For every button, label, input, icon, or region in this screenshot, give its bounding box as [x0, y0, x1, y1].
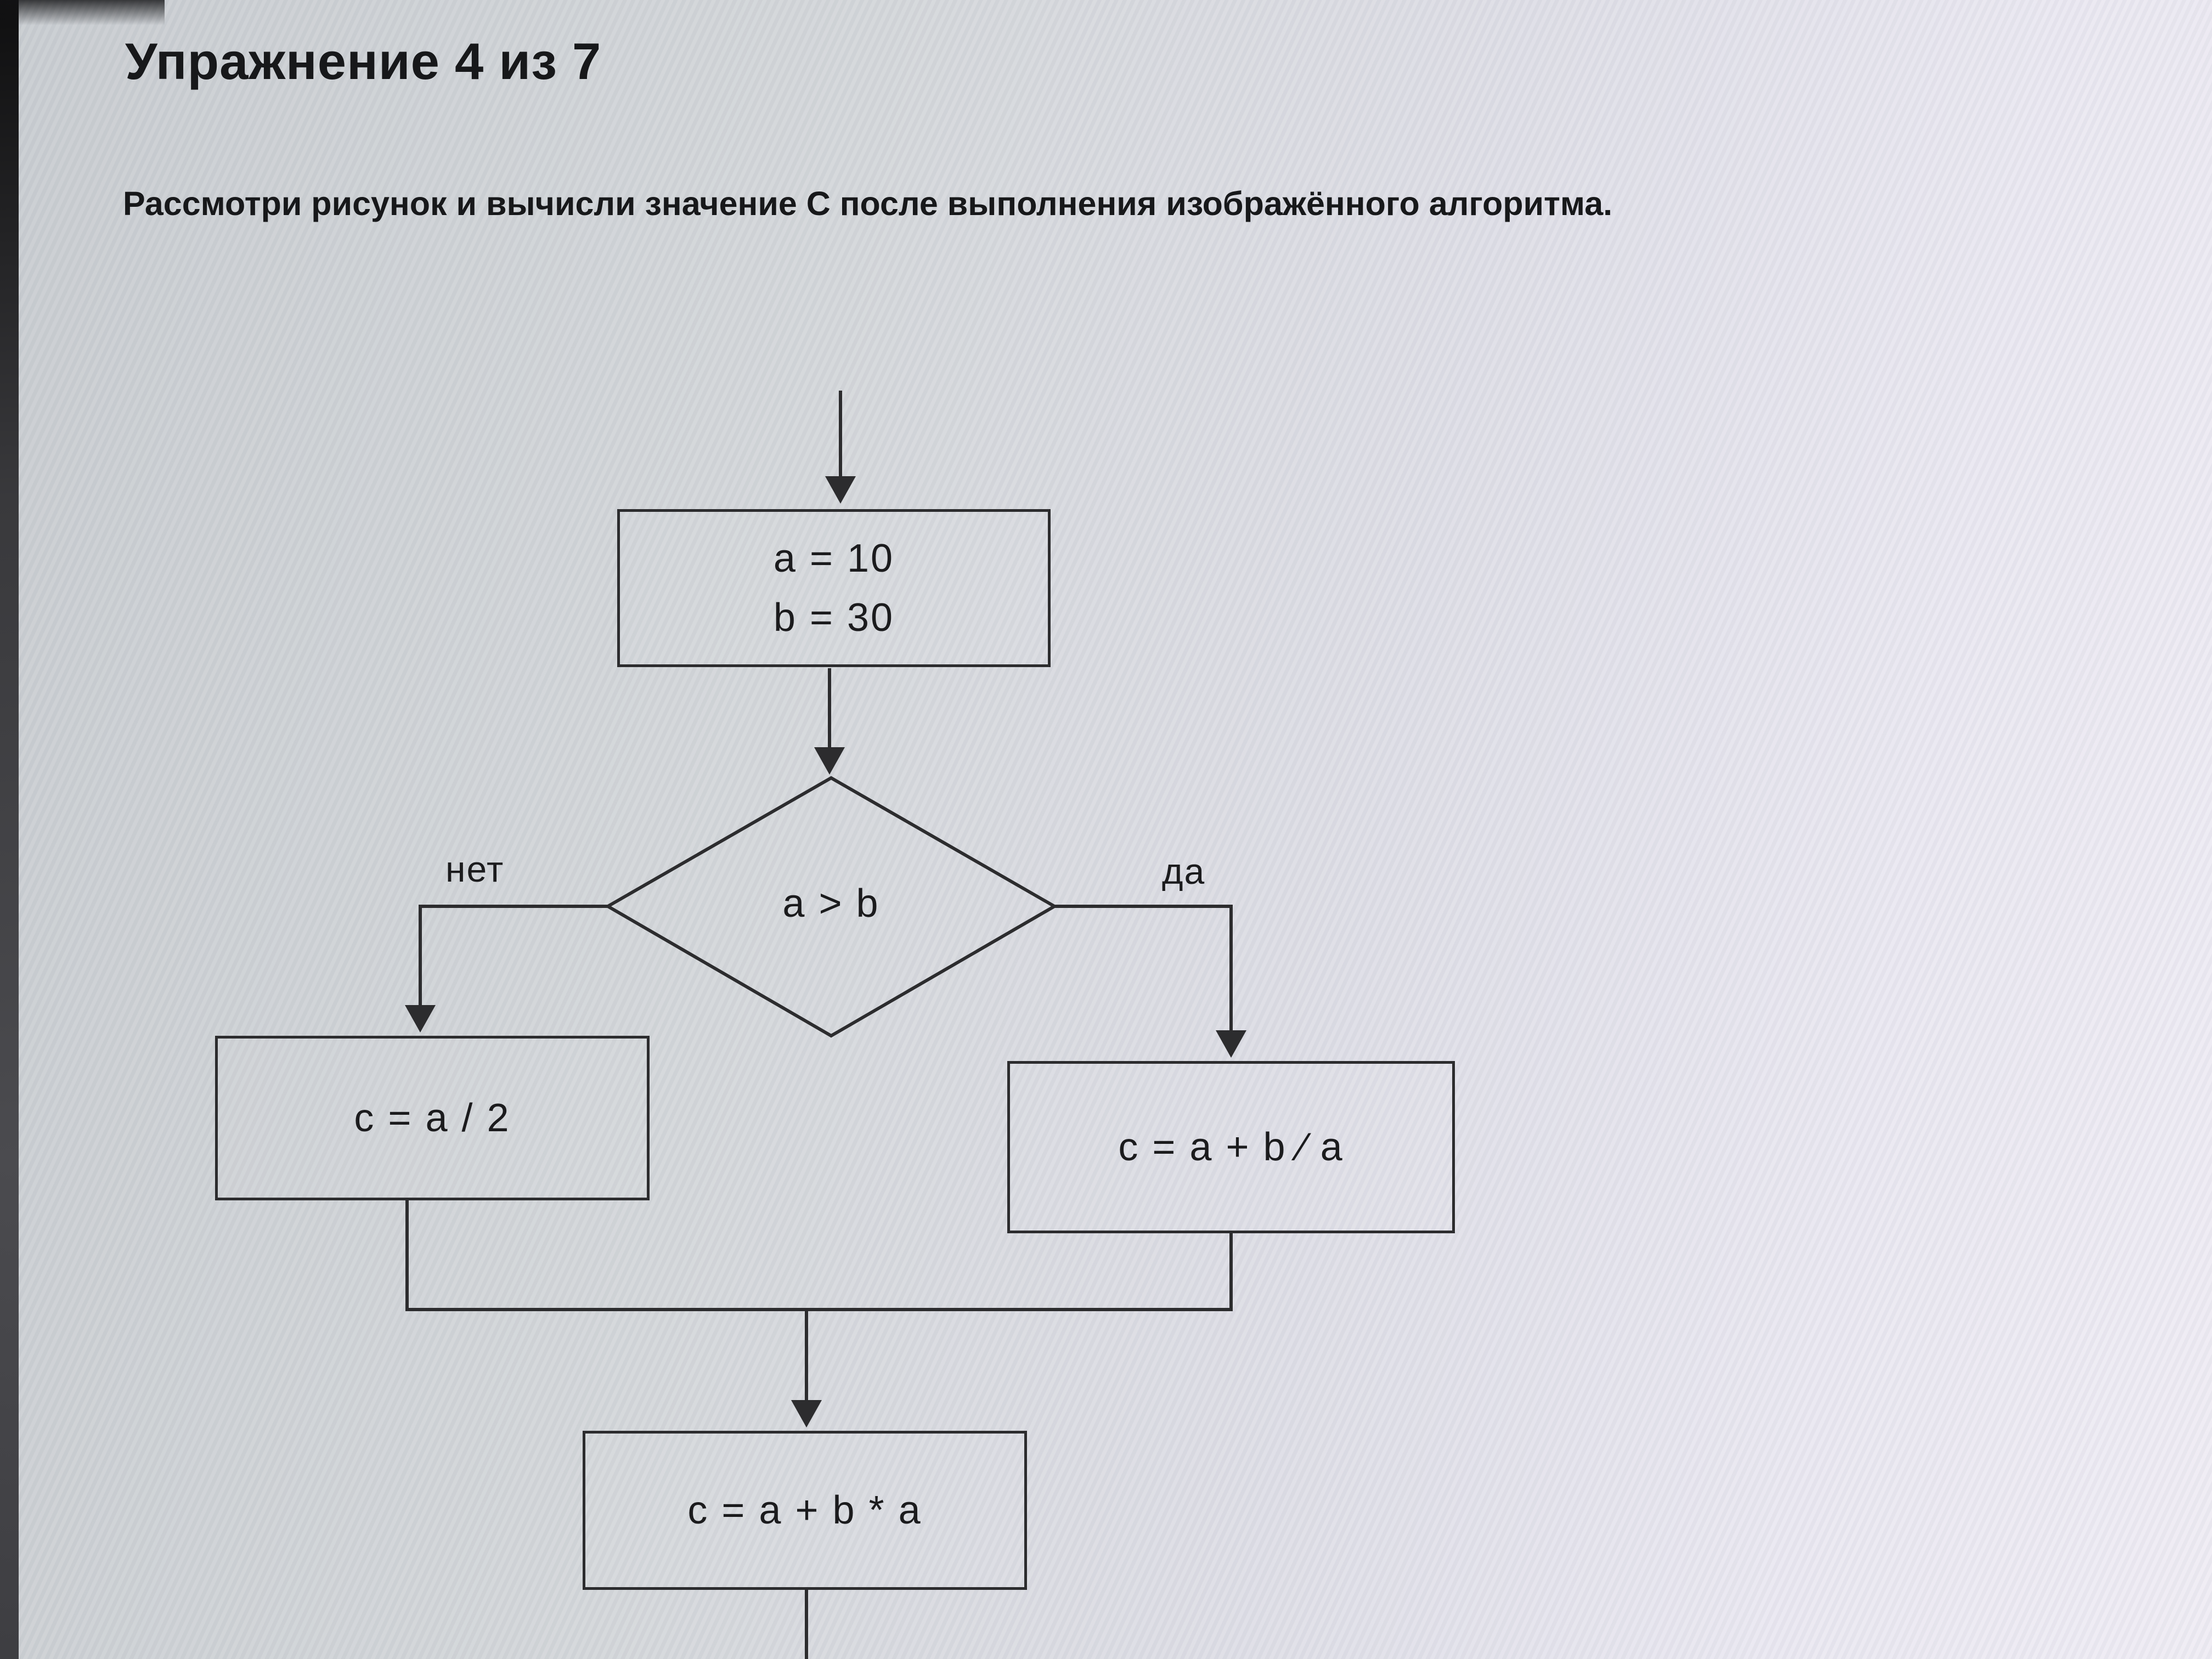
arrowhead-decision: [814, 747, 845, 775]
exercise-title: Упражнение 4 из 7: [125, 32, 602, 90]
screen-edge-shadow: [0, 0, 19, 1659]
start-box-line2: b = 30: [773, 596, 895, 640]
exercise-instruction: Рассмотри рисунок и вычисли значение C п…: [123, 185, 1613, 222]
flowchart-no-branch-box: c = a / 2: [215, 1036, 650, 1200]
screen-corner-shadow: [0, 0, 165, 25]
flowchart-start-box: a = 10 b = 30: [617, 509, 1051, 667]
flowchart-yes-branch-box: c = a + b ∕ a: [1007, 1061, 1455, 1233]
arrowhead-final-box: [791, 1400, 822, 1427]
branch-label-no: нет: [445, 849, 505, 889]
branch-label-yes: да: [1162, 851, 1206, 891]
decision-condition: a > b: [782, 882, 880, 926]
arrowhead-no-box: [405, 1005, 436, 1032]
arrowhead-yes-box: [1216, 1030, 1246, 1058]
arrowhead-entry: [825, 476, 856, 504]
start-box-line1: a = 10: [773, 537, 895, 580]
flowchart-final-box: c = a + b * a: [583, 1431, 1027, 1590]
decision-diamond: [605, 776, 1058, 1038]
